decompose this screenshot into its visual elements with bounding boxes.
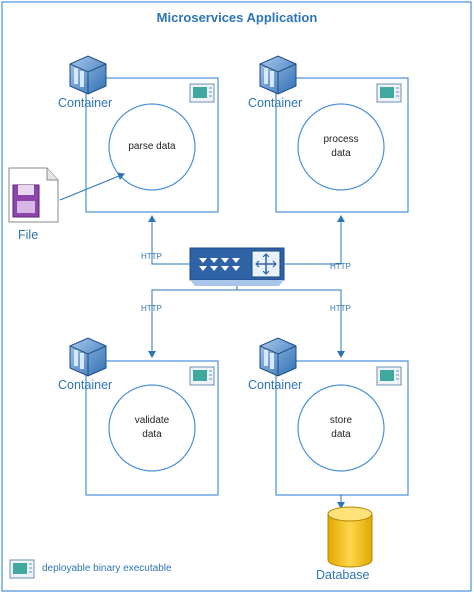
http-label-validate: HTTP [141, 304, 162, 313]
container-label-process: Container [248, 96, 303, 110]
service-label-validate-line1: validate [134, 415, 170, 426]
container-cube-icon [69, 337, 107, 377]
service-circle-validate [108, 384, 196, 472]
router-to-process-arrow [284, 215, 345, 265]
legend-label: deployable binary executable [42, 563, 172, 574]
http-label-parse: HTTP [141, 252, 162, 261]
http-label-store: HTTP [330, 304, 351, 313]
router-icon [189, 247, 285, 286]
deployable-binary-icon [189, 366, 215, 386]
router-to-validate-arrow [148, 286, 238, 358]
service-label-validate-line2: data [142, 429, 162, 440]
service-label-store-line1: store [329, 415, 353, 426]
service-label-process: process data [301, 133, 381, 161]
service-label-store: store data [301, 414, 381, 442]
service-circle-parse [108, 103, 196, 191]
service-label-process-line2: data [331, 148, 351, 159]
container-label-parse: Container [58, 96, 113, 110]
file-to-parse-arrow [59, 172, 125, 201]
database-cylinder-icon [327, 506, 373, 568]
container-label-validate: Container [58, 378, 113, 392]
file-label: File [18, 228, 39, 242]
service-circle-store [297, 384, 385, 472]
service-label-parse-line1: parse data [128, 141, 176, 152]
router-to-store-arrow [237, 289, 345, 358]
router-to-parse-arrow [148, 215, 190, 265]
http-label-process: HTTP [330, 262, 351, 271]
file-icon [8, 167, 59, 223]
legend-binary-icon [9, 559, 35, 579]
service-label-process-line1: process [323, 134, 359, 145]
deployable-binary-icon [376, 83, 402, 103]
database-label: Database [316, 568, 370, 582]
container-cube-icon [259, 337, 297, 377]
service-label-store-line2: data [331, 429, 351, 440]
service-label-validate: validate data [112, 414, 192, 442]
container-label-store: Container [248, 378, 303, 392]
deployable-binary-icon [376, 366, 402, 386]
container-cube-icon [69, 55, 107, 95]
container-cube-icon [259, 55, 297, 95]
diagram-title: Microservices Application [156, 10, 318, 25]
service-label-parse: parse data [112, 140, 192, 154]
deployable-binary-icon [189, 83, 215, 103]
service-circle-process [297, 103, 385, 191]
